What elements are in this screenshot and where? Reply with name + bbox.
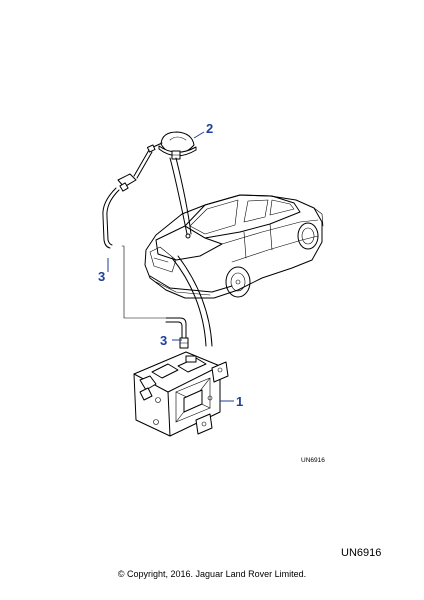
- diagram-ref-small: UN6916: [301, 457, 325, 464]
- antenna-assembly: [146, 131, 197, 235]
- callout-3b: 3: [160, 333, 167, 348]
- diagram-ref-large: UN6916: [341, 547, 382, 559]
- callout-2: 2: [206, 121, 213, 136]
- callout-3a: 3: [98, 269, 105, 284]
- copyright-notice: © Copyright, 2016. Jaguar Land Rover Lim…: [117, 569, 307, 579]
- callout-1: 1: [236, 394, 243, 409]
- vehicle-illustration: [144, 194, 324, 299]
- antenna-cable: [102, 149, 213, 349]
- antenna-module: [133, 351, 229, 437]
